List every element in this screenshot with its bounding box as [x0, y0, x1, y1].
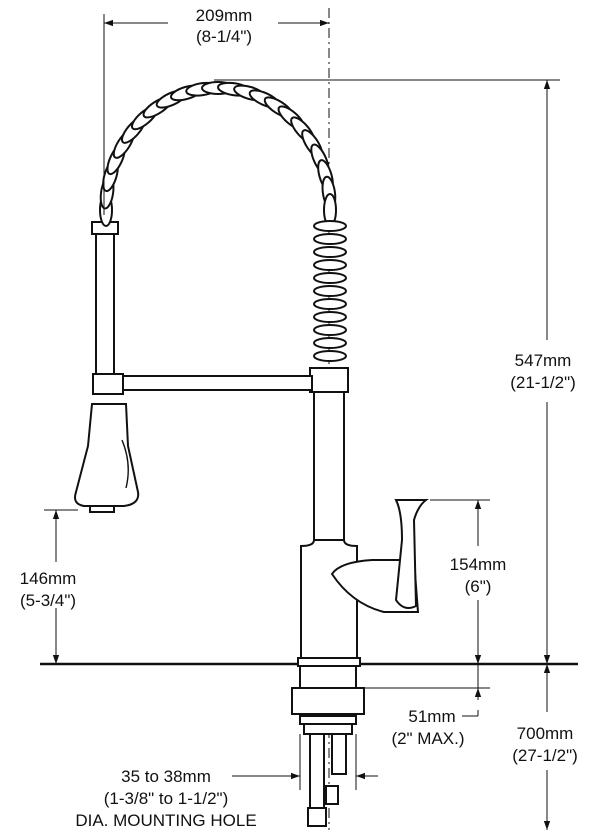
- horizontal-arm: [119, 375, 313, 391]
- under-counter-hardware: [291, 665, 365, 827]
- shank: [299, 665, 357, 689]
- dimension-deck: 51mm (2" MAX.): [360, 664, 490, 748]
- spray-head: [74, 403, 140, 513]
- spray-nozzle: [89, 505, 115, 513]
- supply-fitting: [325, 785, 339, 805]
- mounting-imperial: (1-3/8" to 1-1/2"): [104, 789, 229, 808]
- clearance-metric: 146mm: [20, 569, 77, 588]
- mounting-metric: 35 to 38mm: [121, 767, 211, 786]
- reach-imperial: (8-1/4"): [196, 27, 252, 46]
- coil-turn: [313, 298, 347, 310]
- dimension-clearance: 146mm (5-3/4"): [20, 509, 78, 664]
- deck-imperial: (2" MAX.): [391, 729, 464, 748]
- washer: [299, 715, 357, 725]
- coil-turn: [313, 350, 347, 362]
- coil-turn: [313, 311, 347, 323]
- supply-metric: 700mm: [517, 724, 574, 743]
- lock-ring: [303, 723, 353, 735]
- coil-spring: [99, 81, 347, 362]
- lower-body: [300, 539, 358, 661]
- supply-end: [307, 807, 327, 827]
- coil-turn: [313, 220, 347, 232]
- dimension-handle: 154mm (6"): [430, 499, 507, 664]
- spray-trigger: [121, 439, 129, 489]
- coil-turn: [313, 337, 347, 349]
- coil-turn: [313, 272, 347, 284]
- faucet-handle: [330, 499, 429, 613]
- mounting-nut: [291, 687, 365, 715]
- coil-turn: [313, 285, 347, 297]
- height-imperial: (21-1/2"): [510, 373, 576, 392]
- supply-line-right: [331, 733, 347, 775]
- deck-metric: 51mm: [408, 707, 455, 726]
- coil-turn: [313, 324, 347, 336]
- dimension-supply: 700mm (27-1/2"): [512, 664, 578, 830]
- supply-imperial: (27-1/2"): [512, 746, 578, 765]
- dimension-height: 547mm (21-1/2"): [214, 79, 576, 664]
- handle-metric: 154mm: [450, 555, 507, 574]
- coil-turn: [313, 259, 347, 271]
- reach-metric: 209mm: [196, 6, 253, 25]
- spout-arm: [92, 373, 313, 395]
- base-flange: [297, 657, 361, 667]
- height-metric: 547mm: [515, 351, 572, 370]
- hose-tube: [95, 231, 115, 375]
- coil-turn: [313, 246, 347, 258]
- spray-head-body: [74, 403, 140, 507]
- handle-imperial: (6"): [465, 577, 492, 596]
- clearance-imperial: (5-3/4"): [20, 591, 76, 610]
- handle-lever: [394, 499, 429, 609]
- mounting-caption: DIA. MOUNTING HOLE: [75, 811, 256, 830]
- dimension-reach: 209mm (8-1/4"): [103, 6, 329, 215]
- dimension-mounting-hole: 35 to 38mm (1-3/8" to 1-1/2") DIA. MOUNT…: [75, 734, 378, 830]
- coil-turn: [313, 233, 347, 245]
- arm-holder: [92, 373, 124, 395]
- faucet-body: [297, 367, 361, 667]
- swivel-collar: [309, 367, 349, 393]
- upper-tube: [313, 391, 345, 541]
